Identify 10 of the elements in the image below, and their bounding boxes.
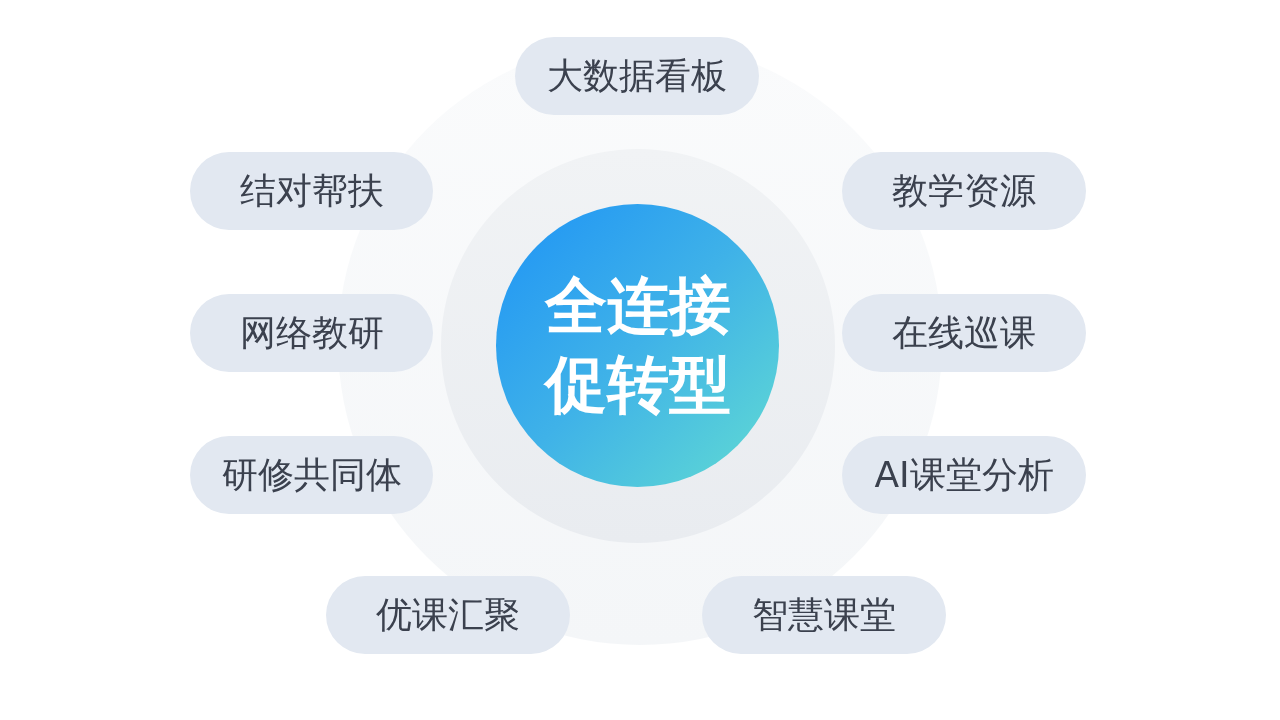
- feature-label: 优课汇聚: [376, 593, 520, 637]
- center-title: 全连接促转型: [542, 268, 732, 423]
- feature-label: 智慧课堂: [752, 593, 896, 637]
- feature-label: 结对帮扶: [239, 169, 384, 213]
- feature-label: 在线巡课: [892, 311, 1036, 355]
- feature-label: AI课堂分析: [874, 453, 1054, 497]
- feature-label: 研修共同体: [221, 453, 402, 497]
- feature-label: 网络教研: [239, 311, 384, 355]
- feature-label: 教学资源: [892, 169, 1036, 213]
- feature-label: 大数据看板: [547, 54, 727, 98]
